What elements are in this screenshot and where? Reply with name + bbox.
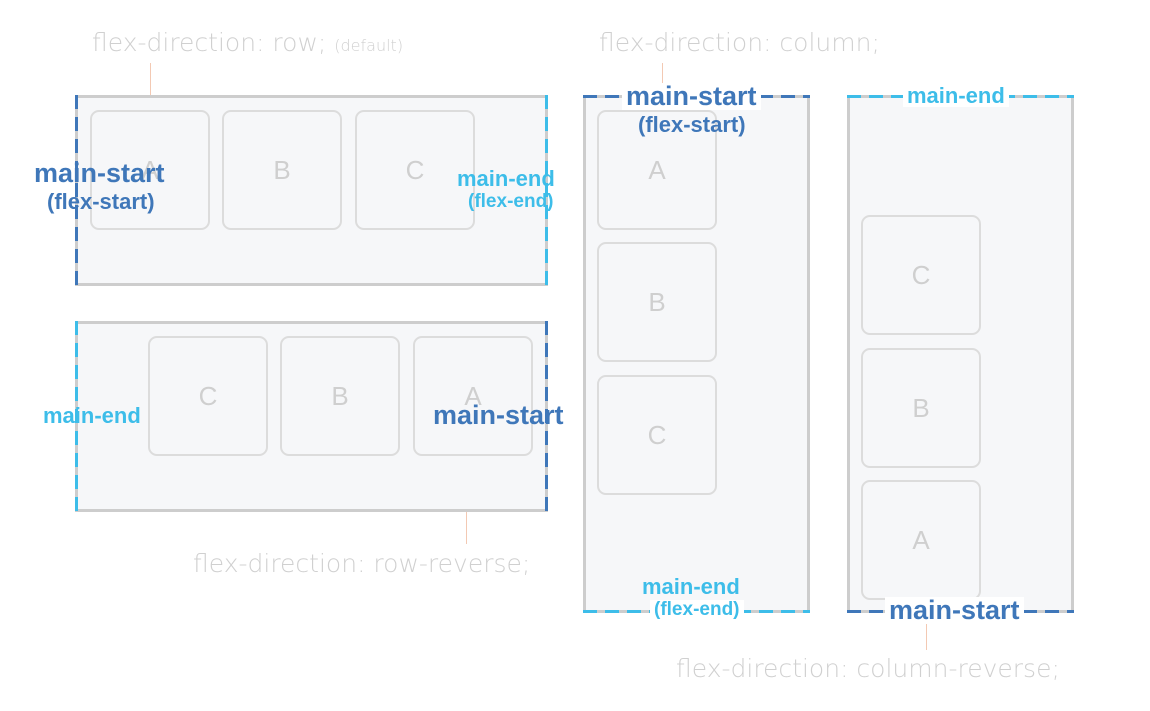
caption-row-reverse: flex-direction: row-reverse; [193,549,531,578]
column-item-a: A [597,110,717,230]
column-reverse-container: C B A [847,95,1074,613]
row-reverse-main-start-label: main-start [433,400,564,430]
row-main-start-label: main-start [34,158,165,188]
caption-column-reverse-pointer [926,622,927,650]
column-reverse-main-start-label: main-start [885,597,1024,624]
caption-row-pointer [150,63,151,96]
row-reverse-main-end-label: main-end [43,403,141,428]
column-reverse-main-end-label: main-end [903,85,1009,107]
column-main-end-label: main-end [642,574,740,599]
row-main-start-edge [75,95,78,286]
row-reverse-main-end-edge [75,321,78,512]
column-flex-start-label: (flex-start) [638,112,746,137]
row-container: A B C [75,95,548,286]
column-reverse-item-c: C [861,215,981,335]
caption-row-text: flex-direction: row; [92,28,327,57]
caption-column-pointer [662,63,663,90]
row-reverse-item-a: A [413,336,533,456]
row-flex-start-label: (flex-start) [47,189,155,214]
row-reverse-container: C B A [75,321,548,512]
column-item-b: B [597,242,717,362]
column-main-start-label: main-start [622,83,761,110]
row-item-a: A [90,110,210,230]
column-reverse-item-a: A [861,480,981,600]
column-item-c: C [597,375,717,495]
caption-row-reverse-pointer [466,512,467,544]
row-flex-end-label: (flex-end) [468,191,554,212]
caption-column: flex-direction: column; [599,28,880,57]
column-flex-end-label: (flex-end) [650,600,744,619]
row-item-c: C [355,110,475,230]
row-reverse-main-start-edge [545,321,548,512]
column-reverse-item-b: B [861,348,981,468]
row-main-end-label: main-end [457,166,555,191]
caption-column-reverse: flex-direction: column-reverse; [676,654,1060,683]
column-container: A B C [583,95,810,613]
caption-row-default: (default) [334,36,404,55]
row-reverse-item-c: C [148,336,268,456]
row-reverse-item-b: B [280,336,400,456]
row-item-b: B [222,110,342,230]
row-main-end-edge [545,95,548,286]
caption-row: flex-direction: row; (default) [92,30,403,55]
